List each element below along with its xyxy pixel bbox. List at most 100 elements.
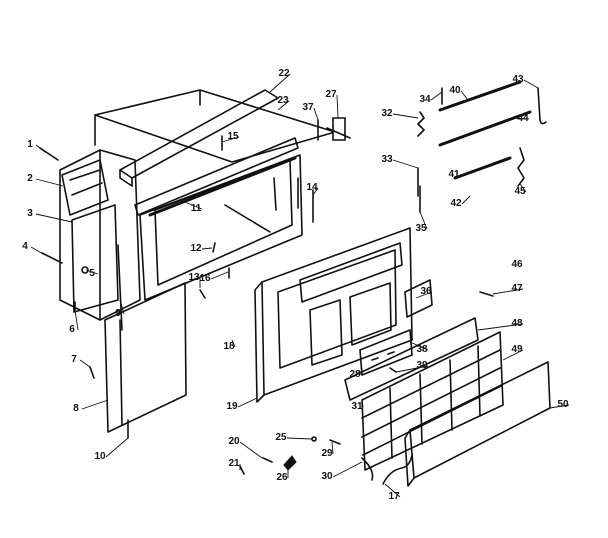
callout-37: 37 xyxy=(302,102,314,113)
callout-leader-47 xyxy=(492,288,524,295)
front-frame xyxy=(254,227,413,403)
spring-icon xyxy=(228,87,525,279)
callout-leader-33 xyxy=(392,159,419,169)
grille xyxy=(361,331,504,471)
callout-leader-43 xyxy=(523,79,539,89)
callout-31: 31 xyxy=(351,401,363,412)
callout-21: 21 xyxy=(228,458,240,469)
callout-48: 48 xyxy=(511,318,523,329)
cabinet-top xyxy=(94,89,336,163)
callout-28: 28 xyxy=(349,369,361,380)
hook-icon xyxy=(537,87,547,125)
callout-23: 23 xyxy=(277,95,289,106)
cover xyxy=(404,279,433,318)
callout-leader-15 xyxy=(221,136,240,143)
callout-1: 1 xyxy=(27,139,33,150)
rear-cabinet xyxy=(139,154,303,301)
callout-leader-8 xyxy=(81,399,109,410)
callout-30: 30 xyxy=(321,471,333,482)
callout-leader-2 xyxy=(35,178,64,187)
callout-14: 14 xyxy=(306,182,318,193)
side-bracket xyxy=(61,159,109,216)
callout-40: 40 xyxy=(449,85,461,96)
callout-leader-30 xyxy=(332,461,363,478)
callout-12: 12 xyxy=(190,243,202,254)
callout-leader-6 xyxy=(74,309,79,331)
callout-leader-27 xyxy=(336,94,339,119)
callout-29: 29 xyxy=(321,448,333,459)
callout-32: 32 xyxy=(381,108,393,119)
callout-38: 38 xyxy=(416,344,428,355)
callout-leader-40 xyxy=(460,90,469,101)
callout-33: 33 xyxy=(381,154,393,165)
callout-45: 45 xyxy=(514,186,526,197)
side-curtain xyxy=(104,282,187,433)
callout-3: 3 xyxy=(27,208,33,219)
cord xyxy=(361,454,413,485)
callout-17: 17 xyxy=(388,491,400,502)
callout-42: 42 xyxy=(450,198,462,209)
bolt-icon xyxy=(41,252,63,264)
callout-15: 15 xyxy=(227,131,239,142)
callout-leader-1 xyxy=(35,144,46,153)
callout-leader-42 xyxy=(461,195,471,205)
callout-leader-5 xyxy=(85,269,99,275)
callout-leader-29 xyxy=(331,441,334,455)
callout-44: 44 xyxy=(517,113,529,124)
left-panel xyxy=(71,204,119,313)
callout-leader-48 xyxy=(477,323,524,331)
rod xyxy=(438,80,532,180)
filter xyxy=(344,317,479,401)
latch-icon xyxy=(326,117,351,141)
callout-13: 13 xyxy=(188,272,200,283)
callout-leader-10 xyxy=(105,437,129,458)
top-rail xyxy=(119,89,279,187)
callout-4: 4 xyxy=(22,241,28,252)
callout-leader-44 xyxy=(511,117,530,120)
callout-2: 2 xyxy=(27,173,33,184)
callout-leader-17 xyxy=(384,483,401,498)
callout-layer: 1234567891011121314151617181920212223252… xyxy=(22,68,570,502)
callout-22: 22 xyxy=(278,68,290,79)
callout-8: 8 xyxy=(73,403,79,414)
callout-35: 35 xyxy=(415,223,427,234)
callout-43: 43 xyxy=(512,74,524,85)
callout-6: 6 xyxy=(69,324,75,335)
callout-19: 19 xyxy=(226,401,238,412)
callout-47: 47 xyxy=(511,283,523,294)
callout-leader-11 xyxy=(179,199,203,210)
callout-36: 36 xyxy=(420,286,432,297)
callout-leader-14 xyxy=(312,187,319,196)
callout-16: 16 xyxy=(199,273,211,284)
callout-34: 34 xyxy=(419,94,431,105)
callout-50: 50 xyxy=(557,399,569,410)
callout-25: 25 xyxy=(275,432,287,443)
callout-18: 18 xyxy=(223,341,235,352)
control-panel xyxy=(359,329,413,376)
callout-leader-23 xyxy=(277,100,290,111)
callout-leader-38 xyxy=(409,341,429,351)
callout-leader-9 xyxy=(119,299,125,315)
callout-leader-7 xyxy=(79,359,91,368)
callout-7: 7 xyxy=(71,354,77,365)
callout-46: 46 xyxy=(511,259,523,270)
rod xyxy=(224,189,314,233)
callout-9: 9 xyxy=(115,308,121,319)
clip-icon xyxy=(89,135,494,445)
curtain-frame xyxy=(117,244,123,331)
callout-5: 5 xyxy=(89,268,95,279)
callout-leader-50 xyxy=(549,404,570,409)
callout-41: 41 xyxy=(448,169,460,180)
callout-leader-19 xyxy=(237,397,258,408)
gasket xyxy=(134,137,299,216)
callout-20: 20 xyxy=(228,436,240,447)
cabinet-shell xyxy=(59,149,141,321)
callout-11: 11 xyxy=(191,203,202,214)
callout-leader-3 xyxy=(35,213,73,223)
callout-leader-39 xyxy=(395,365,429,373)
callout-leader-35 xyxy=(419,211,428,230)
callout-leader-12 xyxy=(201,247,213,250)
callout-leader-36 xyxy=(415,291,433,299)
callout-49: 49 xyxy=(511,344,523,355)
